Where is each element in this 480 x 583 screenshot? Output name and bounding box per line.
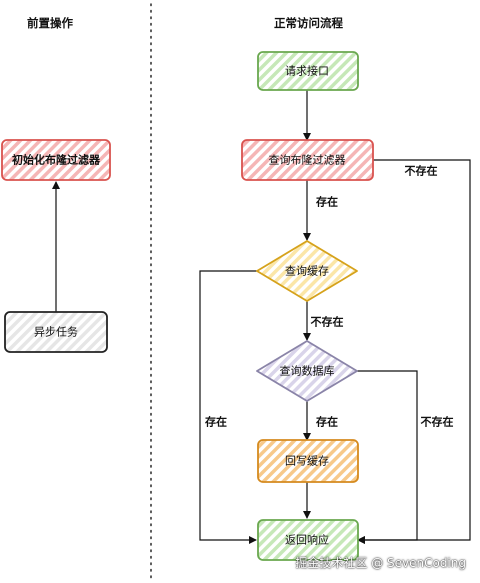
init-filter-label: 初始化布隆过滤器 bbox=[12, 153, 100, 167]
edge-label-db-exists: 存在 bbox=[314, 415, 340, 429]
request-label: 请求接口 bbox=[285, 64, 329, 78]
request-node bbox=[257, 51, 359, 91]
write-cache-label: 回写缓存 bbox=[285, 454, 329, 468]
edge-label-filter-exists: 存在 bbox=[314, 195, 340, 209]
right-section-title: 正常访问流程 bbox=[274, 16, 343, 30]
query-cache-label: 查询缓存 bbox=[285, 264, 329, 278]
edge-cache-exists bbox=[199, 270, 258, 544]
edge-db-not-exists bbox=[357, 370, 418, 544]
edge-label-filter-not-exists: 不存在 bbox=[402, 164, 440, 178]
query-cache-node bbox=[256, 240, 358, 302]
edge-label-cache-exists: 存在 bbox=[203, 415, 229, 429]
response-node bbox=[257, 519, 359, 561]
watermark: 掘金技术社区 @ SevenCoding bbox=[295, 556, 466, 570]
left-section-title: 前置操作 bbox=[27, 16, 73, 30]
query-db-node bbox=[256, 340, 358, 402]
response-label: 返回响应 bbox=[285, 533, 329, 547]
write-cache-node bbox=[257, 439, 359, 483]
async-task-label: 异步任务 bbox=[34, 325, 78, 339]
init-filter-node bbox=[1, 139, 111, 181]
edge-label-db-not-exists: 不存在 bbox=[418, 415, 456, 429]
edge-filter-not-exists bbox=[357, 159, 471, 544]
query-filter-node bbox=[241, 139, 374, 181]
query-filter-label: 查询布隆过滤器 bbox=[268, 153, 346, 167]
query-db-label: 查询数据库 bbox=[279, 364, 335, 378]
edge-label-cache-not-exists: 不存在 bbox=[308, 315, 346, 329]
async-task-node bbox=[4, 311, 108, 353]
